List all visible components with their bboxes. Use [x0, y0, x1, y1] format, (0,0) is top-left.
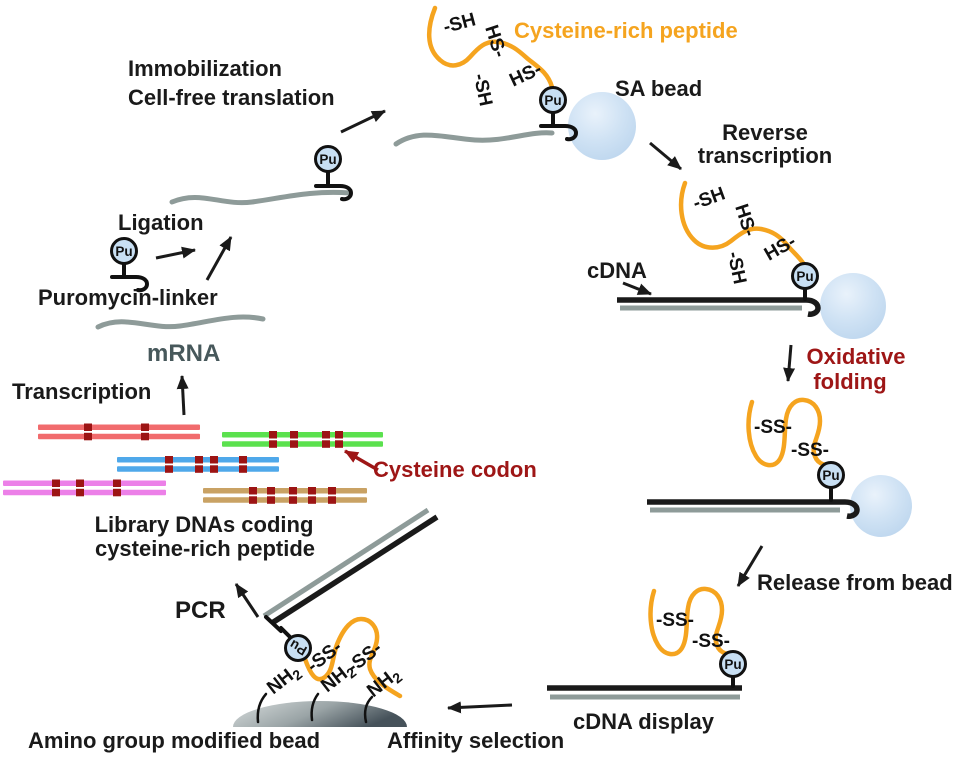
mrna-strand	[95, 314, 266, 330]
step-cell-free-translation-label: Cell-free translation	[128, 85, 335, 110]
folded-peptide-chain	[302, 616, 403, 699]
cdna-strand-black	[647, 499, 860, 519]
puromycin-icon: Pu	[791, 262, 819, 290]
step-reverse-transcription-line1: Reverse	[722, 120, 808, 145]
pu-label: Pu	[287, 637, 309, 659]
library-dna-blue	[117, 456, 279, 473]
cysteine-codon-label: Cysteine codon	[373, 457, 537, 482]
linker-hook	[539, 110, 579, 142]
puromycin-icon: Pu	[314, 145, 342, 173]
library-caption-line1: Library DNAs coding	[95, 512, 314, 537]
puromycin-icon: Pu	[719, 650, 747, 678]
step-reverse-transcription-line2: transcription	[698, 143, 832, 168]
linker-hook	[314, 169, 354, 202]
cdna-strand-gray	[262, 507, 430, 619]
cysteine-codon-marks	[52, 479, 121, 497]
cdna-label: cDNA	[587, 258, 647, 283]
ligated-mrna-linker: Pu	[169, 145, 354, 206]
arrow-oxidative-folding	[783, 344, 796, 382]
linker-hook	[110, 261, 150, 293]
pu-label: Pu	[796, 269, 813, 284]
puromycin-icon: Pu	[110, 237, 138, 265]
pu-label: Pu	[724, 657, 741, 672]
arrow-ligation-2	[205, 236, 233, 281]
arrow-cdna-pointer	[622, 281, 652, 296]
step-immobilization-label: Immobilization	[128, 56, 282, 81]
arrow-cysteine-codon	[344, 449, 379, 472]
disulfide-tag: -SS-	[656, 610, 694, 631]
step-oxidative-folding-line1: Oxidative	[806, 344, 905, 369]
library-dna-green	[222, 431, 383, 448]
amino-bead-label: Amino group modified bead	[28, 728, 320, 753]
cdna-strand-black	[270, 514, 439, 626]
pu-label: Pu	[822, 468, 839, 483]
amine-tether	[256, 692, 268, 724]
library-dna-magenta	[3, 479, 166, 497]
affinity-selection-label: Affinity selection	[387, 728, 564, 753]
amino-bead-dome	[233, 701, 407, 727]
cysteine-rich-peptide-title: Cysteine-rich peptide	[514, 18, 738, 43]
arrow-pcr	[234, 583, 260, 618]
puromycin-linker-unit: Pu	[110, 237, 150, 293]
cysteine-codon-marks	[165, 456, 247, 473]
amine-tether	[310, 692, 320, 722]
sa-bead	[568, 92, 636, 160]
cdna-strand-black	[617, 297, 821, 317]
puromycin-linker-label: Puromycin-linker	[38, 285, 218, 310]
cysteine-codon-marks	[269, 431, 343, 448]
folded-peptide-chain	[746, 397, 832, 468]
cdna-complex-on-bead: Pu -SH HS- -SH HS-	[617, 180, 886, 339]
disulfide-tag: -SS-	[692, 631, 730, 652]
arrow-to-immobilization	[340, 109, 386, 134]
arrow-release	[736, 545, 764, 587]
cysteine-codon-marks	[84, 423, 149, 441]
step-transcription-label: Transcription	[12, 379, 151, 404]
puromycin-icon: Pu	[539, 86, 567, 114]
arrow-reverse-transcription	[649, 141, 682, 171]
disulfide-tag: -SS-	[754, 417, 792, 438]
cdna-display-label: cDNA display	[573, 709, 715, 734]
nascent-peptide-chain	[427, 5, 555, 90]
pu-label: Pu	[544, 93, 561, 108]
puromycin-icon: Pu	[817, 461, 845, 489]
puromycin-icon: Pu	[284, 634, 312, 662]
arrow-affinity-selection	[447, 701, 513, 714]
step-ligation-label: Ligation	[118, 210, 204, 235]
cysteine-codon-marks	[249, 487, 336, 504]
library-caption-line2: cysteine-rich peptide	[95, 536, 315, 561]
disulfide-tag: -SS-	[791, 440, 829, 461]
pu-label: Pu	[319, 152, 336, 167]
library-dna-red	[38, 423, 200, 441]
mrna-label: mRNA	[147, 340, 220, 367]
arrow-transcription	[176, 375, 189, 416]
amine-tether	[363, 695, 374, 724]
sa-bead	[820, 273, 886, 339]
release-from-bead-label: Release from bead	[757, 570, 953, 595]
sa-bead-label: SA bead	[615, 76, 702, 101]
step-pcr-label: PCR	[175, 597, 226, 624]
mrna-strand	[169, 189, 353, 206]
arrow-ligation-1	[155, 246, 196, 260]
step-oxidative-folding-line2: folding	[813, 369, 886, 394]
sa-bead	[850, 475, 912, 537]
peptide-chain	[678, 180, 806, 266]
pu-label: Pu	[115, 244, 132, 259]
folded-complex-on-bead: Pu -SS- -SS-	[647, 397, 912, 537]
library-dna-tan	[203, 487, 367, 504]
folded-peptide-chain	[648, 586, 734, 657]
cdna-display-molecule: Pu -SS- -SS-	[547, 586, 747, 700]
mrna-strand	[393, 130, 555, 147]
